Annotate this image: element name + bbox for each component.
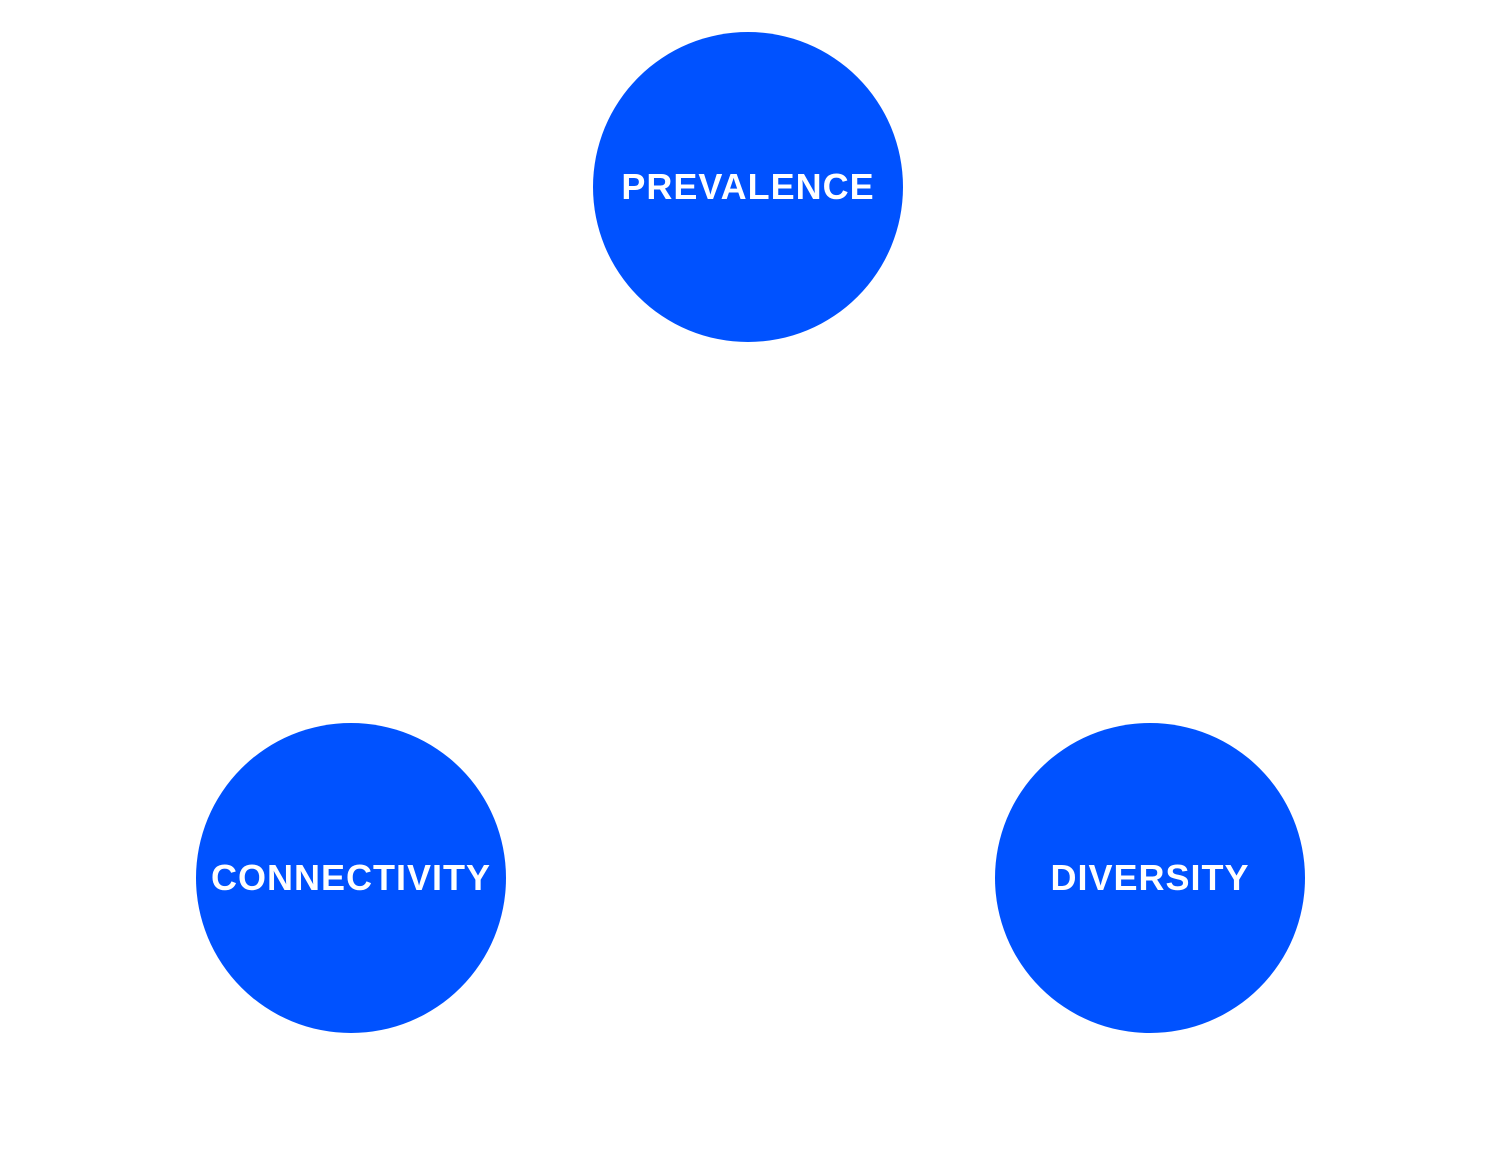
node-prevalence: PREVALENCE: [593, 32, 903, 342]
node-label: DIVERSITY: [1050, 857, 1250, 898]
node-label: CONNECTIVITY: [210, 857, 491, 898]
node-diversity: DIVERSITY: [995, 723, 1305, 1033]
node-connectivity: CONNECTIVITY: [196, 723, 506, 1033]
node-label: PREVALENCE: [621, 166, 875, 207]
